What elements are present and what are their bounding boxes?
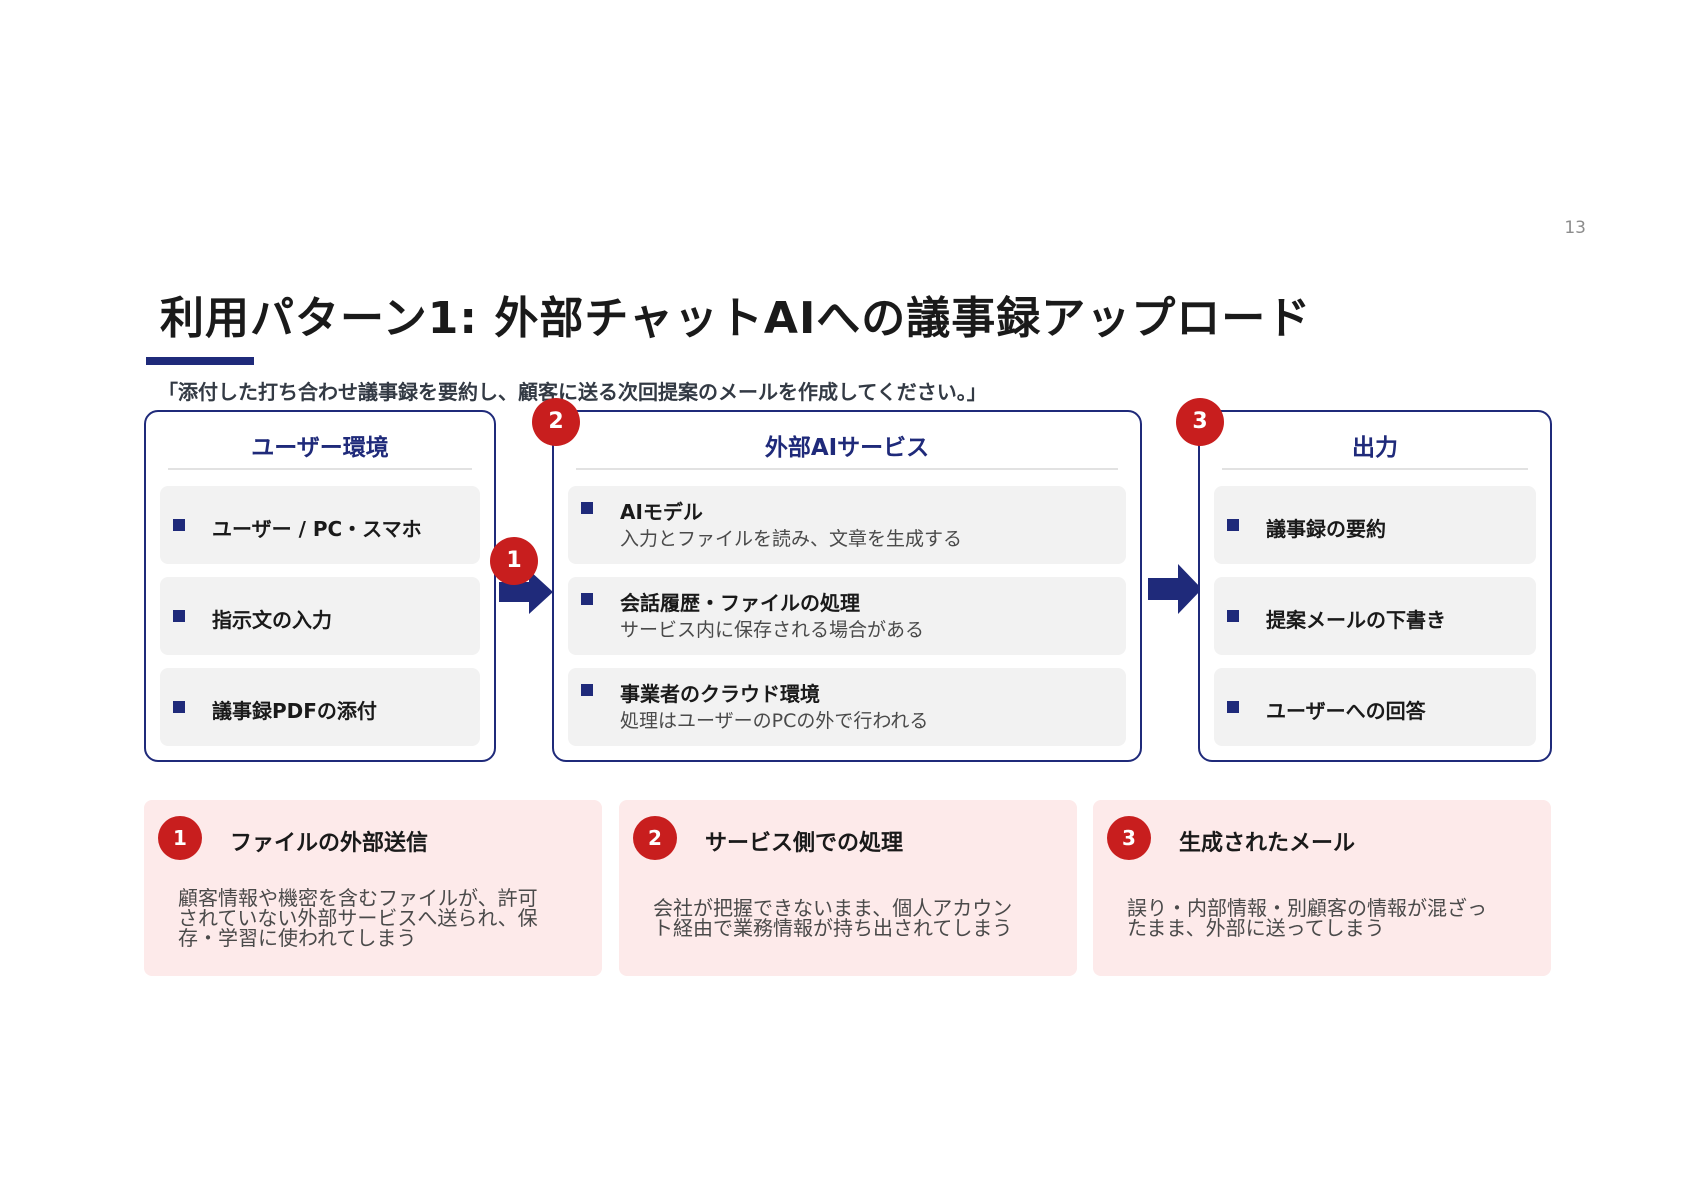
page-number: 13: [1564, 218, 1586, 238]
list-item: 議事録PDFの添付: [160, 668, 480, 746]
risk-line: 存・学習に使われてしまう: [178, 926, 417, 950]
risk-line: 誤り・内部情報・別顧客の情報が混ざっ: [1127, 896, 1487, 920]
divider: [576, 468, 1118, 470]
item-label: ユーザー / PC・スマホ: [212, 517, 422, 541]
square-bullet-icon: [581, 593, 593, 605]
arrow-right-icon: [499, 570, 553, 614]
item-label: AIモデル: [620, 500, 703, 524]
panel-heading: ユーザー環境: [251, 435, 389, 461]
page-title: 利用パターン1: 外部チャットAIへの議事録アップロード: [160, 293, 1312, 344]
item-label: 会話履歴・ファイルの処理: [620, 591, 860, 615]
item-label: 事業者のクラウド環境: [620, 682, 820, 706]
risk-line: 会社が把握できないまま、個人アカウン: [653, 896, 1013, 920]
square-bullet-icon: [173, 519, 185, 531]
step-badge: 2: [532, 398, 580, 446]
example-prompt: 「添付した打ち合わせ議事録を要約し、顧客に送る次回提案のメールを作成してください…: [158, 380, 987, 404]
square-bullet-icon: [1227, 701, 1239, 713]
divider: [1222, 468, 1528, 470]
item-description: 処理はユーザーのPCの外で行われる: [620, 710, 929, 732]
divider: [168, 468, 472, 470]
item-description: サービス内に保存される場合がある: [620, 619, 925, 641]
risk-description: 顧客情報や機密を含むファイルが、許可 されていない外部サービスへ送られ、保 存・…: [178, 888, 588, 948]
risk-title: 生成されたメール: [1179, 831, 1356, 856]
risk-title: サービス側での処理: [705, 831, 904, 856]
panel-external-ai-service: 外部AIサービス AIモデル 入力とファイルを読み、文章を生成する 会話履歴・フ…: [552, 410, 1142, 762]
panel-heading: 外部AIサービス: [764, 435, 930, 461]
risk-description: 誤り・内部情報・別顧客の情報が混ざっ たまま、外部に送ってしまう: [1127, 898, 1537, 938]
panel-output: 出力 議事録の要約 提案メールの下書き ユーザーへの回答: [1198, 410, 1552, 762]
square-bullet-icon: [581, 684, 593, 696]
risk-line: ト経由で業務情報が持ち出されてしまう: [653, 916, 1013, 940]
list-item: 会話履歴・ファイルの処理 サービス内に保存される場合がある: [568, 577, 1126, 655]
item-label: ユーザーへの回答: [1266, 699, 1426, 723]
square-bullet-icon: [1227, 519, 1239, 531]
panel-user-environment: ユーザー環境 ユーザー / PC・スマホ 指示文の入力 議事録PDFの添付: [144, 410, 496, 762]
list-item: ユーザーへの回答: [1214, 668, 1536, 746]
item-description: 入力とファイルを読み、文章を生成する: [620, 528, 963, 550]
risk-line: 顧客情報や機密を含むファイルが、許可: [178, 886, 538, 910]
step-badge: 2: [633, 816, 677, 860]
step-badge: 1: [158, 816, 202, 860]
list-item: 提案メールの下書き: [1214, 577, 1536, 655]
list-item: ユーザー / PC・スマホ: [160, 486, 480, 564]
list-item: AIモデル 入力とファイルを読み、文章を生成する: [568, 486, 1126, 564]
risk-card-generated-email: 3 生成されたメール 誤り・内部情報・別顧客の情報が混ざっ たまま、外部に送って…: [1093, 800, 1551, 976]
item-label: 議事録の要約: [1266, 517, 1386, 541]
square-bullet-icon: [173, 610, 185, 622]
title-underline: [146, 357, 254, 365]
risk-line: されていない外部サービスへ送られ、保: [178, 906, 538, 930]
risk-card-service-processing: 2 サービス側での処理 会社が把握できないまま、個人アカウン ト経由で業務情報が…: [619, 800, 1077, 976]
square-bullet-icon: [1227, 610, 1239, 622]
item-label: 指示文の入力: [212, 608, 332, 632]
list-item: 議事録の要約: [1214, 486, 1536, 564]
square-bullet-icon: [581, 502, 593, 514]
list-item: 事業者のクラウド環境 処理はユーザーのPCの外で行われる: [568, 668, 1126, 746]
panel-heading: 出力: [1352, 435, 1398, 461]
risk-line: たまま、外部に送ってしまう: [1127, 916, 1385, 940]
step-badge: 1: [490, 537, 538, 585]
arrow-right-icon: [1148, 564, 1202, 614]
risk-title: ファイルの外部送信: [230, 831, 429, 856]
item-label: 提案メールの下書き: [1266, 608, 1446, 632]
list-item: 指示文の入力: [160, 577, 480, 655]
square-bullet-icon: [173, 701, 185, 713]
item-label: 議事録PDFの添付: [212, 699, 377, 723]
risk-card-file-transfer: 1 ファイルの外部送信 顧客情報や機密を含むファイルが、許可 されていない外部サ…: [144, 800, 602, 976]
step-badge: 3: [1176, 398, 1224, 446]
step-badge: 3: [1107, 816, 1151, 860]
risk-description: 会社が把握できないまま、個人アカウン ト経由で業務情報が持ち出されてしまう: [653, 898, 1063, 938]
